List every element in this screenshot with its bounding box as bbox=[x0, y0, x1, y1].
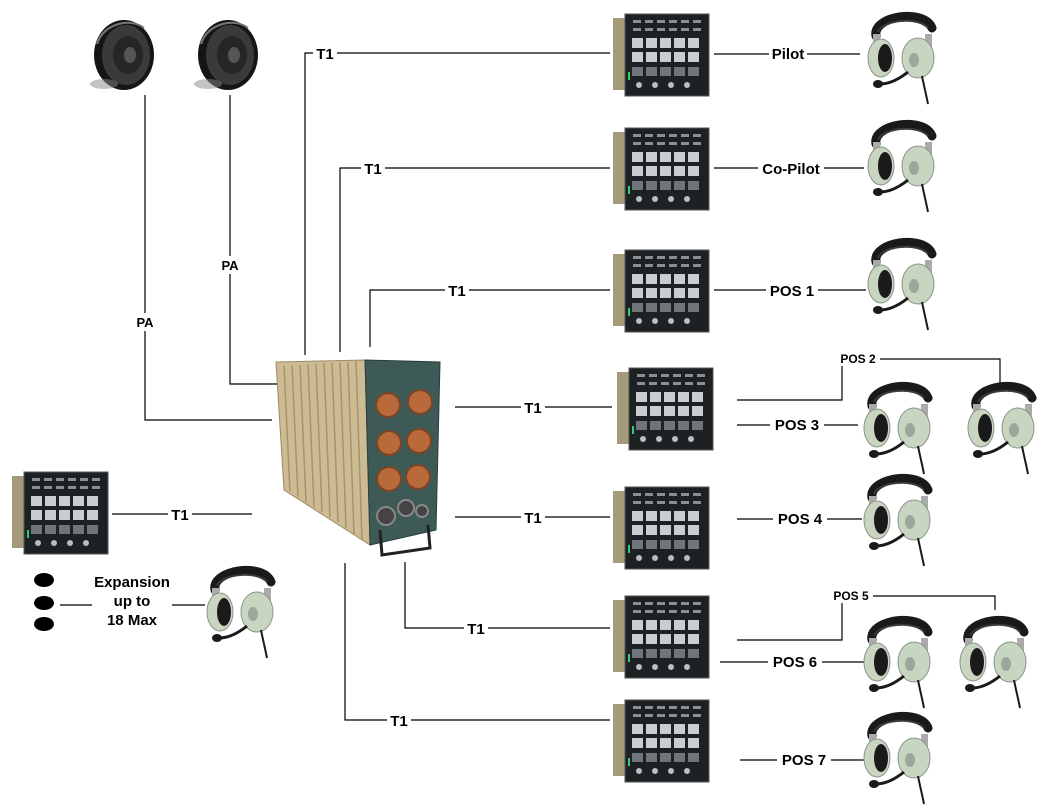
pa-label-2: PA bbox=[221, 258, 239, 273]
pos4-label: POS 4 bbox=[778, 511, 823, 528]
loudspeaker-2-icon bbox=[193, 19, 259, 91]
t1-label-copilot: T1 bbox=[364, 161, 382, 178]
pilot-label: Pilot bbox=[772, 46, 805, 63]
pos7-label: POS 7 bbox=[782, 752, 826, 769]
headset-pos5-icon bbox=[960, 620, 1026, 708]
pa-label-1: PA bbox=[136, 315, 154, 330]
labels: T1 T1 T1 T1 T1 T1 T1 T1 PA PA Pilot Co-P… bbox=[133, 44, 880, 769]
headset-pos6-icon bbox=[864, 620, 930, 708]
headset-pos1-icon bbox=[868, 242, 934, 330]
headset-pos4-icon bbox=[864, 478, 930, 566]
t1-label-pos2-pos3: T1 bbox=[524, 400, 542, 417]
t1-label-pilot: T1 bbox=[316, 46, 334, 63]
headset-pos3-icon bbox=[864, 386, 930, 474]
pos1-label: POS 1 bbox=[770, 283, 814, 300]
t1-label-expansion: T1 bbox=[171, 507, 189, 524]
pos6-label: POS 6 bbox=[773, 654, 817, 671]
headset-copilot-icon bbox=[868, 124, 934, 212]
control-panel-expansion bbox=[11, 471, 109, 555]
headset-pos2-icon bbox=[968, 386, 1034, 474]
control-panel-pos4 bbox=[612, 486, 710, 570]
t1-label-pos5-pos6: T1 bbox=[467, 621, 485, 638]
control-panel-pos1 bbox=[612, 249, 710, 333]
expansion-line-1: Expansion bbox=[94, 574, 170, 591]
copilot-label: Co-Pilot bbox=[762, 161, 820, 178]
t1-label-pos7: T1 bbox=[390, 713, 408, 730]
pos5-label: POS 5 bbox=[833, 589, 869, 603]
headset-expansion-icon bbox=[207, 570, 273, 658]
control-panel-pos7 bbox=[612, 699, 710, 783]
pos2-label: POS 2 bbox=[840, 352, 876, 366]
intercom-chassis bbox=[275, 359, 441, 557]
expansion-line-3: 18 Max bbox=[106, 612, 158, 629]
t1-label-pos4: T1 bbox=[524, 510, 542, 527]
t1-label-pos1: T1 bbox=[448, 283, 466, 300]
control-panel-pos5-pos6 bbox=[612, 595, 710, 679]
control-panel-pos2-pos3 bbox=[616, 367, 714, 451]
control-panel-pilot bbox=[612, 13, 710, 97]
headset-pilot-icon bbox=[868, 16, 934, 104]
pos3-label: POS 3 bbox=[775, 417, 819, 434]
expansion-line-2: up to bbox=[113, 593, 151, 610]
expansion-note: Expansion up to 18 Max bbox=[82, 573, 182, 630]
expansion-dots bbox=[34, 573, 54, 631]
headset-pos7-icon bbox=[864, 716, 930, 804]
loudspeaker-1-icon bbox=[89, 19, 155, 91]
control-panel-copilot bbox=[612, 127, 710, 211]
